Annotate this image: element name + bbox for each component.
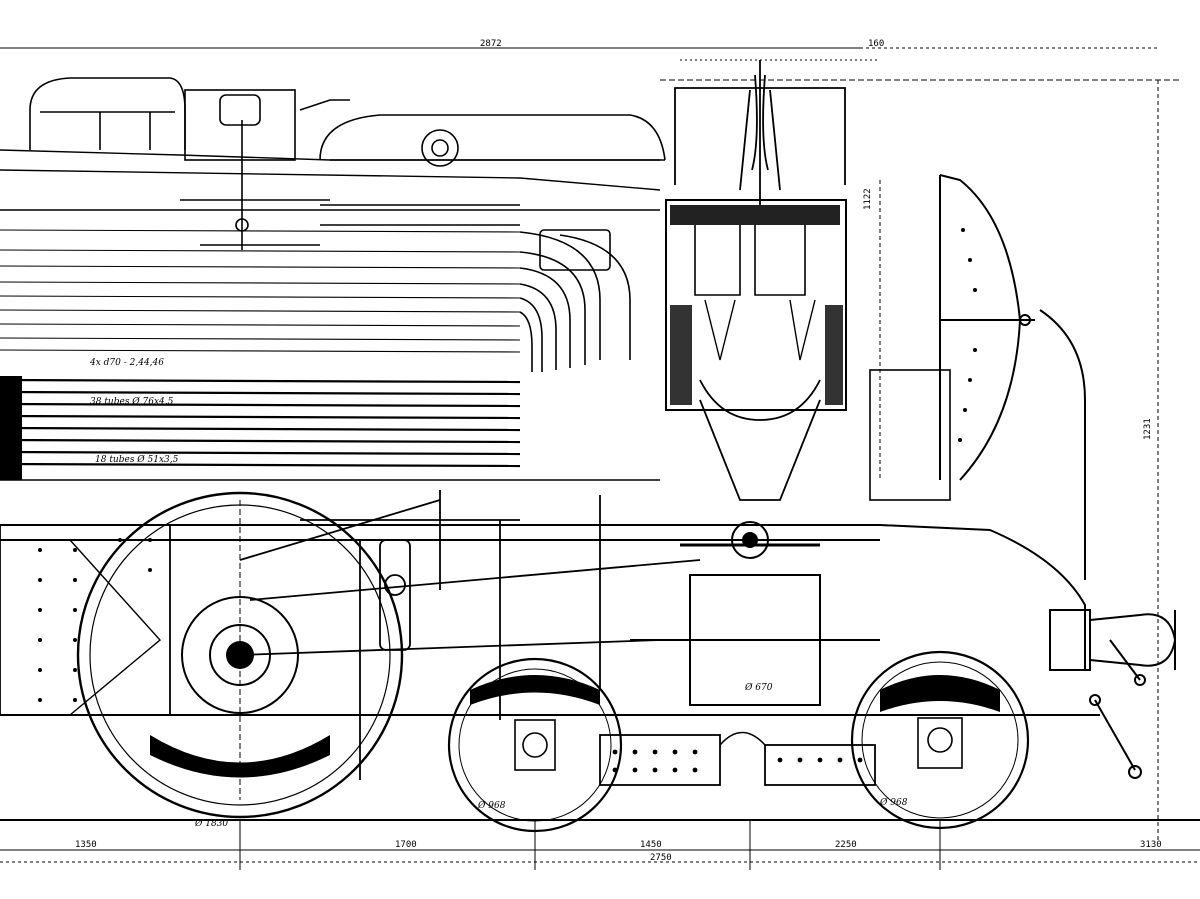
- bogie-wheel-label-1: Ø 968: [477, 800, 506, 811]
- exhaust-y-pipe: [699, 399, 821, 501]
- blast-pipe-block: [665, 199, 847, 421]
- small-tubes: [0, 378, 521, 468]
- driving-wheel-label: Ø 1830: [194, 818, 228, 829]
- tube-note-3: 18 tubes Ø 51x3,5: [95, 454, 179, 465]
- bottom-dimension-4: 2250: [835, 840, 857, 850]
- tube-note-1: 4x d70 - 2,44,46: [89, 358, 164, 368]
- bogie-frame: [599, 731, 876, 786]
- bottom-dimension-5: 2750: [650, 853, 672, 863]
- superheater-elements: [519, 231, 631, 372]
- buffer-icon: [1049, 609, 1177, 779]
- tube-note-2: 38 tubes Ø 76x4,5: [90, 396, 174, 407]
- vertical-dimension-1: 1122: [863, 188, 873, 210]
- cylinder-note: Ø 670: [744, 682, 773, 693]
- smokebox-plate: [869, 369, 951, 501]
- bottom-dimension-lines: [0, 820, 1200, 870]
- bottom-dimension-6: 3130: [1140, 840, 1162, 850]
- dome-icon: [29, 77, 186, 150]
- valve-gear: [239, 490, 701, 780]
- smokebox-door-icon: [939, 174, 1086, 580]
- front-frame-plate: [0, 524, 171, 716]
- top-dimension-lines: [0, 47, 1180, 81]
- bogie-wheel-label-2: Ø 968: [879, 797, 908, 808]
- vertical-dimension-lines: [879, 80, 1159, 840]
- firebox-dark-zone: [0, 376, 22, 480]
- bottom-dimension-3: 1450: [640, 840, 662, 850]
- smokebox-rivets: [958, 228, 977, 442]
- steam-casing: [319, 114, 666, 226]
- rear-bogie-wheel: [850, 650, 1030, 830]
- regulator-assembly: [180, 89, 350, 250]
- top-dimension-1: 2872: [480, 39, 502, 49]
- superheater-header: [539, 229, 611, 271]
- top-dimension-2: 160: [868, 39, 884, 49]
- chimney-icon: [674, 60, 846, 205]
- cylinder: [630, 521, 880, 706]
- bogie-wheel-icon: [447, 657, 623, 833]
- tube-bundle: [0, 229, 521, 353]
- bottom-dimension-2: 1700: [395, 840, 417, 850]
- bottom-dimension-1: 1350: [75, 840, 97, 850]
- vertical-dimension-2: 1231: [1143, 418, 1153, 440]
